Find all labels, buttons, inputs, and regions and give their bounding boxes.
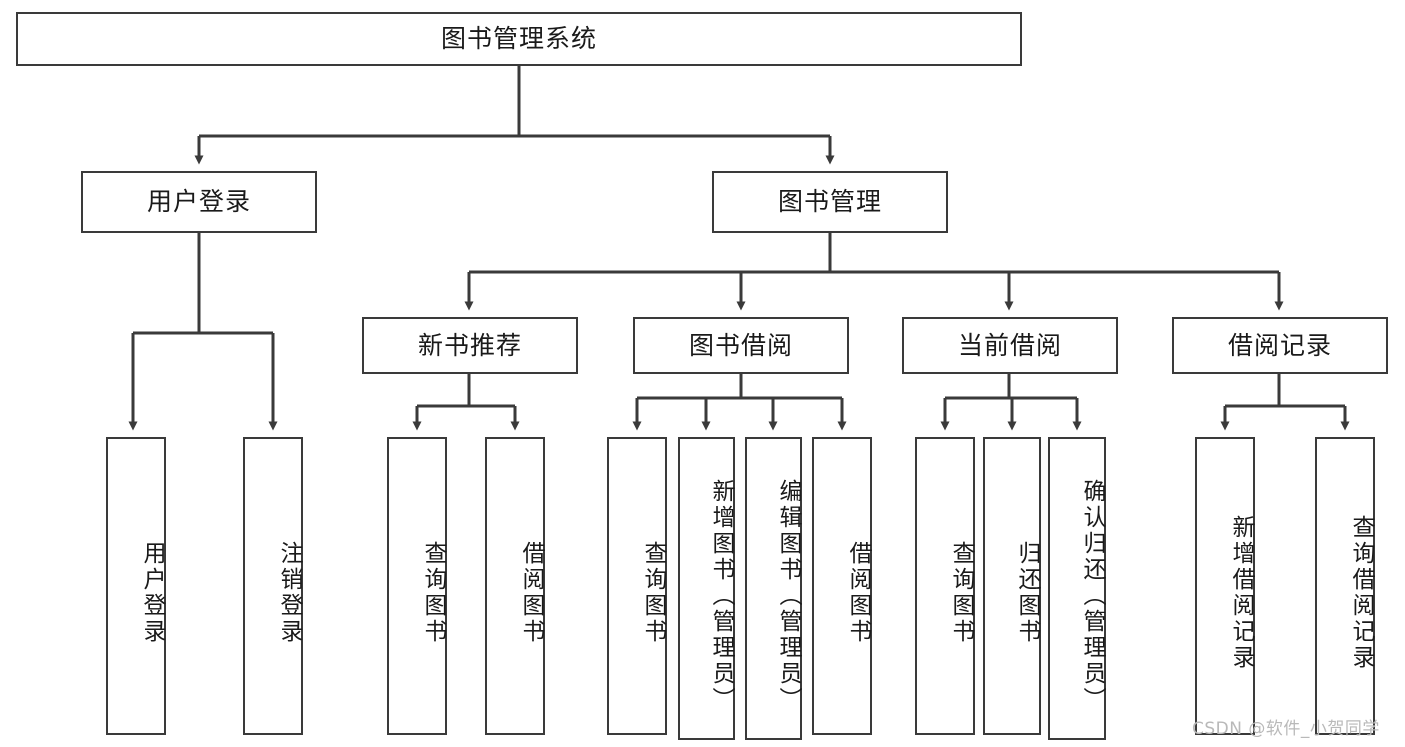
node-leaf-borrow-book-2[interactable]: 借阅图书 bbox=[812, 437, 872, 735]
node-user-login[interactable]: 用户登录 bbox=[81, 171, 317, 233]
node-new-book-recommend[interactable]: 新书推荐 bbox=[362, 317, 578, 374]
node-leaf-edit-book[interactable]: 编辑图书（管理员） bbox=[745, 437, 802, 740]
node-book-manage[interactable]: 图书管理 bbox=[712, 171, 948, 233]
node-leaf-return-book[interactable]: 归还图书 bbox=[983, 437, 1041, 735]
node-leaf-confirm-return[interactable]: 确认归还（管理员） bbox=[1048, 437, 1106, 740]
node-leaf-borrow-book-1[interactable]: 借阅图书 bbox=[485, 437, 545, 735]
node-leaf-user-login[interactable]: 用户登录 bbox=[106, 437, 166, 735]
node-leaf-add-record[interactable]: 新增借阅记录 bbox=[1195, 437, 1255, 735]
node-book-borrow[interactable]: 图书借阅 bbox=[633, 317, 849, 374]
node-root[interactable]: 图书管理系统 bbox=[16, 12, 1022, 66]
node-leaf-add-book[interactable]: 新增图书（管理员） bbox=[678, 437, 735, 740]
node-leaf-query-record[interactable]: 查询借阅记录 bbox=[1315, 437, 1375, 735]
node-borrow-record[interactable]: 借阅记录 bbox=[1172, 317, 1388, 374]
node-leaf-query-book-3[interactable]: 查询图书 bbox=[915, 437, 975, 735]
node-leaf-user-logout[interactable]: 注销登录 bbox=[243, 437, 303, 735]
node-current-borrow[interactable]: 当前借阅 bbox=[902, 317, 1118, 374]
node-leaf-query-book-1[interactable]: 查询图书 bbox=[387, 437, 447, 735]
node-leaf-query-book-2[interactable]: 查询图书 bbox=[607, 437, 667, 735]
